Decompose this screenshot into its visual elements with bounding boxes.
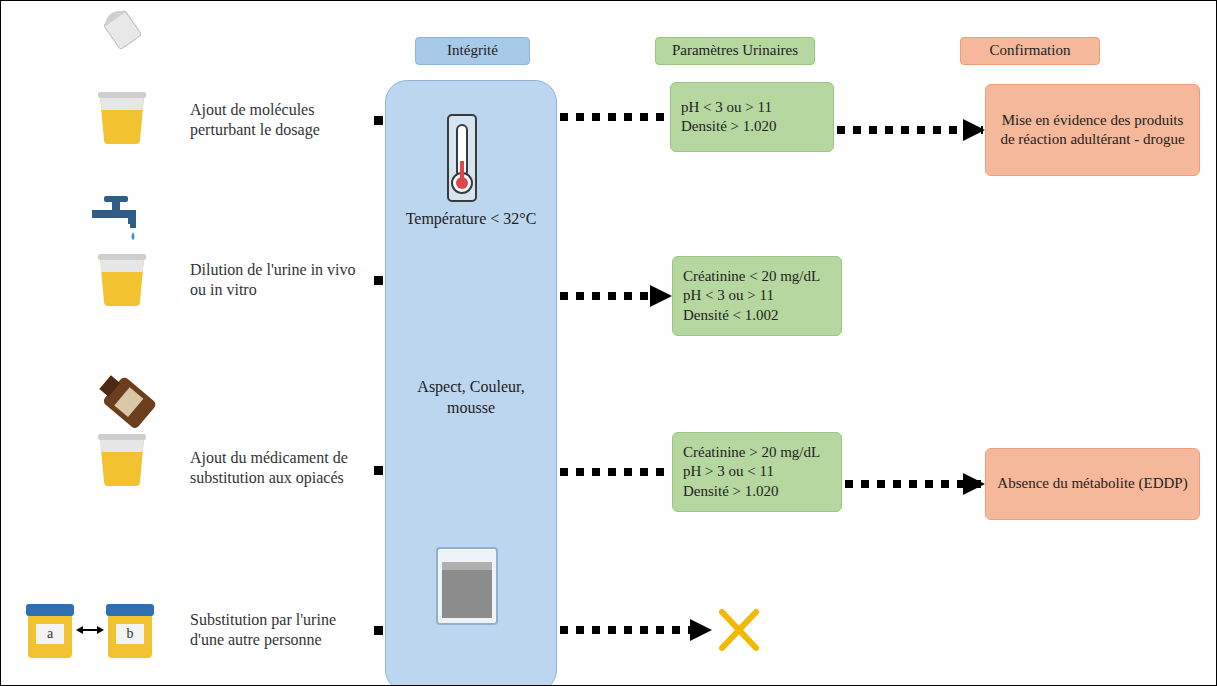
integrity-panel: Température < 32°C Aspect, Couleur, mouss…	[385, 80, 557, 686]
header-text: Paramètres Urinaires	[666, 41, 804, 61]
node-text: Mise en évidence des produits de réactio…	[996, 111, 1189, 150]
dotted-connector	[560, 113, 668, 121]
column-header: Paramètres Urinaires	[655, 37, 815, 65]
row-marker	[374, 116, 383, 125]
node-text: Densité > 1.020	[681, 117, 823, 137]
shaker-icon	[100, 6, 141, 50]
cup-letter: a	[36, 625, 64, 643]
node-text: Aspect, Couleur, mousse	[396, 377, 546, 419]
cup-pair-icon	[26, 604, 154, 658]
case-text: Ajout de molécules perturbant le dosage	[190, 100, 372, 140]
header-text: Confirmation	[971, 41, 1089, 61]
parameter-box: Créatinine > 20 mg/dLpH > 3 ou < 11Densi…	[672, 432, 842, 512]
column-header: Confirmation	[960, 37, 1100, 65]
node-text: Densité < 1.002	[683, 306, 831, 326]
urine-cup	[98, 92, 146, 144]
row-markers	[374, 116, 383, 635]
node-text: pH < 3 ou > 11	[683, 286, 831, 306]
bottle-icon	[94, 369, 157, 430]
node-text: Créatinine < 20 mg/dL	[683, 267, 831, 287]
case-text: Ajout du médicament de substitution aux …	[190, 448, 372, 488]
confirmation-box: Absence du métabolite (EDDP)	[985, 448, 1200, 520]
arrow-head	[690, 619, 712, 641]
parameter-box: pH < 3 ou > 11Densité > 1.020	[670, 82, 834, 152]
node-text: Température < 32°C	[396, 209, 546, 230]
parameter-box: Créatinine < 20 mg/dLpH < 3 ou > 11Densi…	[672, 256, 842, 336]
tap-icon	[92, 196, 136, 240]
thermometer-icon	[448, 115, 476, 201]
row-marker	[374, 626, 383, 635]
dotted-arrow	[560, 626, 690, 634]
dotted-connector	[560, 468, 670, 476]
node-text: Absence du métabolite (EDDP)	[996, 474, 1189, 494]
node-text: pH > 3 ou < 11	[683, 462, 831, 482]
case-text: Substitution par l'urine d'une autre per…	[190, 610, 372, 650]
dotted-connector	[560, 292, 670, 300]
cup-letter: b	[116, 625, 144, 643]
cross-mark	[722, 612, 756, 648]
row-marker	[374, 276, 383, 285]
node-text: Créatinine > 20 mg/dL	[683, 443, 831, 463]
urine-cup	[98, 434, 146, 486]
dotted-connector	[837, 126, 983, 134]
confirmation-box: Mise en évidence des produits de réactio…	[985, 84, 1200, 176]
specimen-cup-icon	[437, 548, 497, 624]
dotted-connector	[845, 480, 983, 488]
header-text: Intégrité	[426, 41, 519, 61]
urine-cup	[98, 254, 146, 306]
node-text: pH < 3 ou > 11	[681, 98, 823, 118]
row-marker	[374, 466, 383, 475]
case-text: Dilution de l'urine in vivo ou in vitro	[190, 260, 372, 300]
node-text: Densité > 1.020	[683, 482, 831, 502]
column-header: Intégrité	[415, 37, 530, 65]
